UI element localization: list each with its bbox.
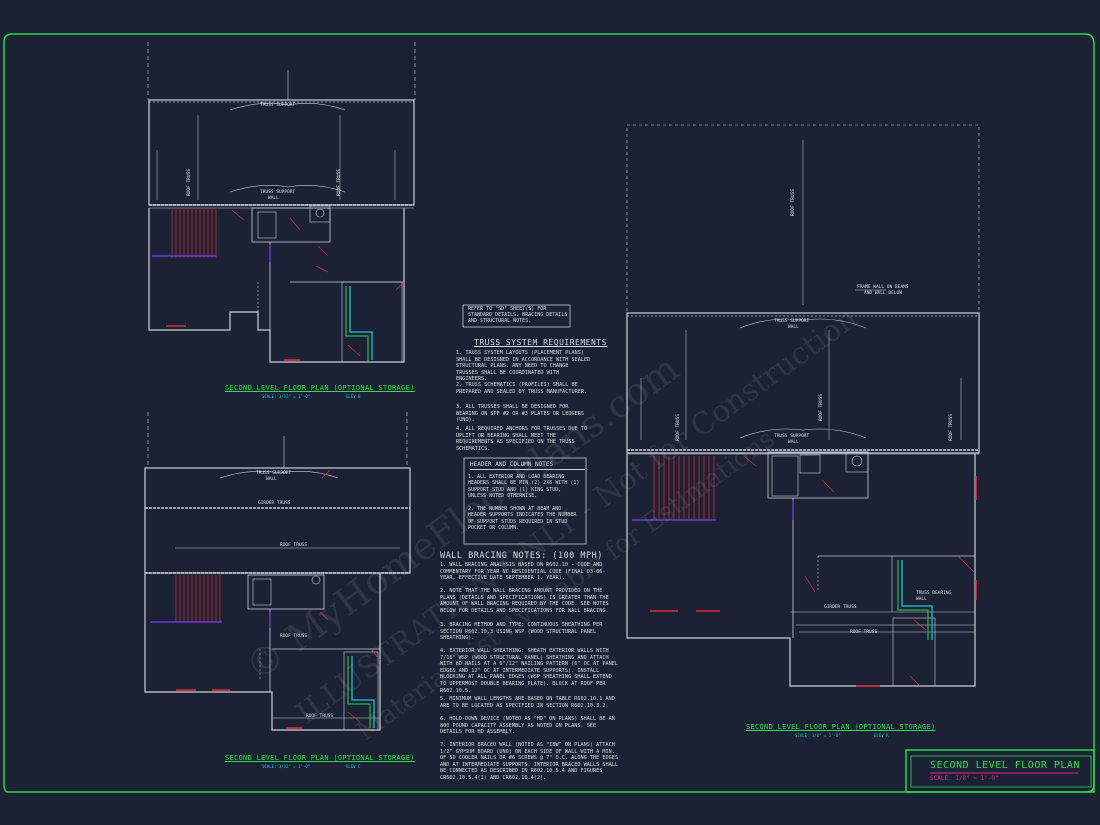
label-truss-bearing-2: WALL <box>916 597 927 602</box>
label-roof-truss-bl-2: ROOF TRUSS <box>280 634 308 639</box>
header-note-1: 1. ALL EXTERIOR AND LOAD BEARING HEADERS… <box>468 474 580 500</box>
label-truss-support-bl: TRUSS SUPPORT <box>256 471 292 476</box>
truss-req-item-3: 3. ALL TRUSSES SHALL BE DESIGNED FOR BEA… <box>456 404 585 423</box>
wall-bracing-item-1: 1. WALL BRACING ANALYSIS BASED ON R602.1… <box>440 562 606 582</box>
plan-elev-right: ELEV A <box>874 733 889 738</box>
wall-bracing-item-7: 7. INTERIOR BRACED WALL (NOTED AS "IBW" … <box>440 742 619 781</box>
label-truss-support-tl-1: TRUSS SUPPORT <box>260 103 296 108</box>
label-truss-support-wall-r-1: WALL <box>788 325 799 330</box>
wall-bracing-item-4: 4. EXTERIOR WALL SHEATHING: SHEATH EXTER… <box>440 648 619 694</box>
label-girder-truss-bl: GIRDER TRUSS <box>258 501 291 506</box>
label-girder-truss-r: GIRDER TRUSS <box>824 605 857 610</box>
label-frame-wall-2: AND WALL BELOW <box>864 291 902 296</box>
plan-scale-right: SCALE: 1/8" = 1'-0" <box>795 733 841 738</box>
label-roof-truss-r-2: ROOF TRUSS <box>676 413 682 442</box>
plan-title-right: SECOND LEVEL FLOOR PLAN (OPTIONAL STORAG… <box>746 723 936 731</box>
label-truss-support-r-1: TRUSS SUPPORT <box>774 319 810 324</box>
label-frame-wall-1: FRAME WALL ON BEAMS <box>857 285 909 290</box>
title-block-frame <box>905 749 1095 793</box>
label-truss-support-wall-bl: WALL <box>266 477 277 482</box>
truss-requirements-heading: TRUSS SYSTEM REQUIREMENTS <box>474 338 607 347</box>
title-block-title: SECOND LEVEL FLOOR PLAN <box>930 760 1080 771</box>
truss-req-item-1: 1. TRUSS SYSTEM LAYOUTS (PLACEMENT PLANS… <box>456 350 591 382</box>
wall-bracing-item-3: 3. BRACING METHOD AND TYPE: CONTINUOUS S… <box>440 622 603 642</box>
plan-title-top-left: SECOND LEVEL FLOOR PLAN (OPTIONAL STORAG… <box>225 384 415 392</box>
wall-bracing-item-2: 2. NOTE THAT THE WALL BRACING AMOUNT PRO… <box>440 588 609 614</box>
label-roof-truss-tl-1: ROOF TRUSS <box>187 168 193 197</box>
label-roof-truss-tl-2: ROOF TRUSS <box>337 168 343 197</box>
header-notes-heading: HEADER AND COLUMN NOTES <box>470 461 585 470</box>
label-truss-support-tl-2: TRUSS SUPPORT <box>260 190 296 195</box>
label-truss-support-wall-tl: WALL <box>268 196 279 201</box>
label-truss-support-wall-r-2: WALL <box>788 440 799 445</box>
plan-scale-bottom-left: SCALE: 3/32" = 1'-0" <box>262 764 311 769</box>
header-notes-box <box>463 457 587 545</box>
label-roof-truss-r-3: ROOF TRUSS <box>819 393 825 422</box>
header-note-2: 2. THE NUMBER SHOWN AT BEAM AND HEADER S… <box>468 506 577 532</box>
label-roof-truss-bl-1: ROOF TRUSS <box>280 543 308 548</box>
label-roof-truss-r-4: ROOF TRUSS <box>949 413 955 442</box>
label-truss-support-r-2: TRUSS SUPPORT <box>774 434 810 439</box>
plan-top-left <box>147 42 416 363</box>
plan-bottom-left <box>144 412 411 731</box>
wall-bracing-item-5: 5. MINIMUM WALL LENGTHS ARE BASED ON TAB… <box>440 696 615 709</box>
truss-req-item-2: 2. TRUSS SCHEMATICS (PROFILES) SHALL BE … <box>456 382 588 395</box>
plan-title-bottom-left: SECOND LEVEL FLOOR PLAN (OPTIONAL STORAG… <box>225 754 415 762</box>
plan-elev-bottom-left: ELEV C <box>346 764 361 769</box>
plan-right <box>626 124 980 687</box>
label-roof-truss-r-5: ROOF TRUSS <box>850 630 878 635</box>
wall-bracing-heading: WALL BRACING NOTES: (100 MPH) <box>440 551 603 561</box>
title-block-scale: SCALE: 1/8" = 1'-0" <box>930 775 999 782</box>
plan-elev-top-left: ELEV B <box>346 394 361 399</box>
wall-bracing-item-6: 6. HOLD-DOWN DEVICE (NOTED AS "HD" ON PL… <box>440 716 615 736</box>
refer-note: REFER TO "SD" SHEET(S) FOR STANDARD DETA… <box>468 306 568 324</box>
label-truss-bearing-1: TRUSS BEARING <box>916 591 952 596</box>
refer-box <box>462 304 571 328</box>
label-roof-truss-r-1: ROOF TRUSS <box>791 188 797 217</box>
truss-req-item-4: 4. ALL REQUIRED ANCHORS FOR TRUSSES DUE … <box>456 426 588 452</box>
plan-scale-top-left: SCALE: 3/32" = 1'-0" <box>262 394 311 399</box>
label-roof-truss-bl-3: ROOF TRUSS <box>306 714 334 719</box>
title-block-inner <box>910 755 1092 788</box>
